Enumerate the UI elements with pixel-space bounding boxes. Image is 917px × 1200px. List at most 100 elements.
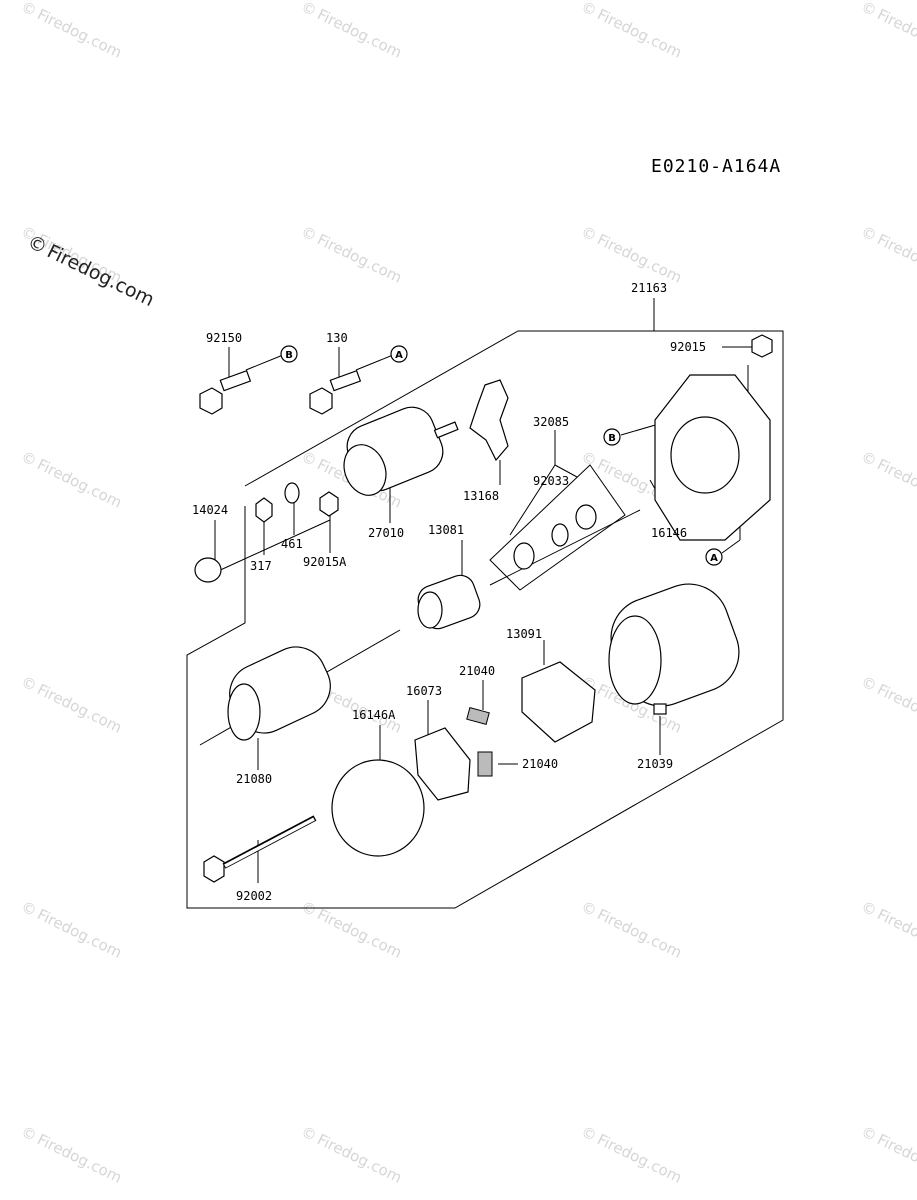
watermark-tile-text: Firedog.com bbox=[314, 5, 404, 61]
watermark-tile-symbol: © bbox=[298, 1122, 319, 1145]
watermark-tile-symbol: © bbox=[298, 897, 319, 920]
ref-letter: B bbox=[285, 350, 293, 361]
watermark-tile-text: Firedog.com bbox=[34, 1130, 124, 1186]
watermark-tile-text: Firedog.com bbox=[314, 1130, 404, 1186]
part-label-130: 130 bbox=[326, 331, 348, 345]
watermark-tile-symbol: © bbox=[578, 447, 599, 470]
part-label-13081: 13081 bbox=[428, 523, 464, 537]
ref-circle-a-housing: A bbox=[705, 548, 723, 566]
component-clutch-13081 bbox=[417, 574, 481, 630]
part-label-13091: 13091 bbox=[506, 627, 542, 641]
watermark-tile: ©Firedog.com bbox=[578, 897, 685, 961]
watermark-tile: ©Firedog.com bbox=[18, 672, 125, 736]
component-nut-92015a bbox=[319, 491, 339, 517]
part-label-21040a: 21040 bbox=[459, 664, 495, 678]
watermark-tile: ©Firedog.com bbox=[578, 1122, 685, 1186]
part-label-14024: 14024 bbox=[192, 503, 228, 517]
watermark-tile-symbol: © bbox=[298, 222, 319, 245]
part-label-21040b: 21040 bbox=[522, 757, 558, 771]
part-label-21163: 21163 bbox=[631, 281, 667, 295]
component-washer-461 bbox=[284, 482, 300, 504]
component-cover-16146a bbox=[331, 759, 425, 857]
watermark-tile-text: Firedog.com bbox=[314, 905, 404, 961]
component-bolt-92150 bbox=[199, 369, 252, 415]
component-nut-92015 bbox=[751, 334, 773, 358]
watermark-tile-text: Firedog.com bbox=[874, 5, 917, 61]
watermark-tile-text: Firedog.com bbox=[594, 5, 684, 61]
part-label-13168: 13168 bbox=[463, 489, 499, 503]
watermark-tile-text: Firedog.com bbox=[874, 1130, 917, 1186]
diagram-code: E0210-A164A bbox=[651, 156, 781, 177]
component-spring-21040a bbox=[466, 707, 490, 725]
watermark-tile-text: Firedog.com bbox=[874, 680, 917, 736]
watermark-tile-symbol: © bbox=[858, 447, 879, 470]
ref-circle-a-130: A bbox=[390, 345, 408, 363]
part-label-16146: 16146 bbox=[651, 526, 687, 540]
part-label-92015: 92015 bbox=[670, 340, 706, 354]
component-brush-holder-13091 bbox=[521, 661, 596, 743]
component-cap-14024 bbox=[194, 557, 222, 583]
watermark-tile: ©Firedog.com bbox=[858, 0, 917, 62]
watermark-tile-symbol: © bbox=[858, 897, 879, 920]
watermark-tile-symbol: © bbox=[18, 897, 39, 920]
component-bolt-92002 bbox=[203, 815, 317, 883]
part-labels: 21163 92150 130 92015 32085 92033 13168 … bbox=[192, 281, 706, 903]
component-bolt-130 bbox=[309, 369, 362, 415]
watermark-tile-text: Firedog.com bbox=[594, 1130, 684, 1186]
watermark-tile-text: Firedog.com bbox=[34, 905, 124, 961]
watermark-tile-text: Firedog.com bbox=[34, 455, 124, 511]
watermark-tile-text: Firedog.com bbox=[874, 455, 917, 511]
watermark-tile-symbol: © bbox=[18, 672, 39, 695]
part-label-21039: 21039 bbox=[637, 757, 673, 771]
watermark-tile-text: Firedog.com bbox=[34, 5, 124, 61]
watermark-tile-symbol: © bbox=[578, 897, 599, 920]
watermark-tile-symbol: © bbox=[578, 1122, 599, 1145]
watermark-tile-text: Firedog.com bbox=[314, 230, 404, 286]
component-yoke-field bbox=[608, 583, 740, 707]
component-plate-16073 bbox=[414, 727, 471, 801]
part-label-92150: 92150 bbox=[206, 331, 242, 345]
watermark-tile: ©Firedog.com bbox=[858, 1122, 917, 1186]
part-label-92033: 92033 bbox=[533, 474, 569, 488]
watermark-tile-symbol: © bbox=[858, 222, 879, 245]
part-label-16073: 16073 bbox=[406, 684, 442, 698]
watermark-tile: ©Firedog.com bbox=[858, 222, 917, 286]
component-washers-32085 bbox=[489, 464, 626, 591]
watermark-tile: ©Firedog.com bbox=[578, 0, 685, 62]
part-label-317: 317 bbox=[250, 559, 272, 573]
watermark-tile: ©Firedog.com bbox=[858, 897, 917, 961]
watermark-tile: ©Firedog.com bbox=[298, 897, 405, 961]
watermark-tile-text: Firedog.com bbox=[874, 905, 917, 961]
watermark-tile: ©Firedog.com bbox=[298, 0, 405, 62]
part-label-21080: 21080 bbox=[236, 772, 272, 786]
watermark-tile-symbol: © bbox=[578, 222, 599, 245]
ref-letter: A bbox=[395, 350, 403, 361]
part-label-27010: 27010 bbox=[368, 526, 404, 540]
part-label-92015a: 92015A bbox=[303, 555, 347, 569]
watermark-tile-symbol: © bbox=[858, 1122, 879, 1145]
part-label-32085: 32085 bbox=[533, 415, 569, 429]
watermark-tile-text: Firedog.com bbox=[594, 230, 684, 286]
component-housing-16146 bbox=[654, 374, 771, 541]
component-solenoid-27010 bbox=[343, 406, 459, 496]
watermark-tile-text: Firedog.com bbox=[594, 905, 684, 961]
watermark-tile: ©Firedog.com bbox=[18, 447, 125, 511]
ref-circle-b-housing: B bbox=[603, 428, 621, 446]
watermark-tile: ©Firedog.com bbox=[298, 1122, 405, 1186]
component-armature-21080 bbox=[199, 629, 401, 746]
assembly-outline bbox=[186, 330, 784, 909]
watermark-tile: ©Firedog.com bbox=[298, 222, 405, 286]
watermark-tile-text: Firedog.com bbox=[874, 230, 917, 286]
watermark-tile-text: Firedog.com bbox=[34, 680, 124, 736]
part-label-92002: 92002 bbox=[236, 889, 272, 903]
watermark-tile-symbol: © bbox=[18, 1122, 39, 1145]
watermark-logo: © Firedog.com bbox=[24, 231, 158, 311]
ref-circle-b-92150: B bbox=[280, 345, 298, 363]
watermark-tile: ©Firedog.com bbox=[578, 222, 685, 286]
ref-letter: A bbox=[710, 553, 718, 564]
watermark-brand: Firedog.com bbox=[44, 240, 158, 311]
ref-letter: B bbox=[608, 433, 616, 444]
part-label-461: 461 bbox=[281, 537, 303, 551]
watermark-tile-symbol: © bbox=[18, 447, 39, 470]
